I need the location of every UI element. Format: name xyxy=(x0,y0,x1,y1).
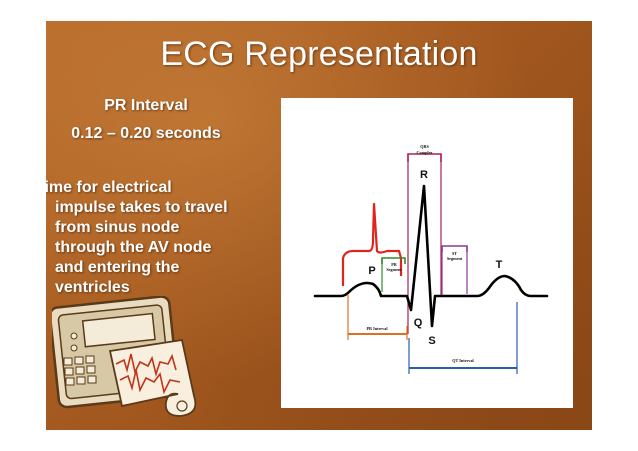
q-wave-label: Q xyxy=(414,317,423,329)
p-wave-label: P xyxy=(368,265,375,277)
description-text: Time for electrical impulse takes to tra… xyxy=(46,178,275,298)
qrs-complex-bracket xyxy=(407,153,442,162)
pr-segment-label: PR xyxy=(391,262,398,267)
ecg-trace xyxy=(313,184,549,328)
description-line: Time for electrical xyxy=(46,179,172,196)
description-line: from sinus node xyxy=(55,219,180,236)
ecg-diagram-svg: QRS Complex PR Segment ST Segment R P T … xyxy=(313,144,549,374)
ecg-diagram: QRS Complex PR Segment ST Segment R P T … xyxy=(281,98,573,408)
r-wave-label: R xyxy=(420,169,428,181)
pr-interval-heading: PR Interval xyxy=(104,97,188,114)
t-wave-label: T xyxy=(496,259,503,271)
qt-interval-label: QT Interval xyxy=(452,358,474,363)
description-line: impulse takes to travel xyxy=(55,199,228,216)
description-line: through the AV node xyxy=(55,239,212,256)
st-segment-label: Segment xyxy=(447,256,463,261)
ecg-machine-icon xyxy=(52,296,197,417)
description-line: ventricles xyxy=(55,279,130,296)
st-segment-label: ST xyxy=(452,251,457,256)
description-line: and entering the xyxy=(55,259,180,276)
slide: ECG Representation PR Interval 0.12 – 0.… xyxy=(46,21,592,430)
s-wave-label: S xyxy=(428,335,435,347)
pr-interval-label: PR Interval xyxy=(366,326,388,331)
pr-interval-duration: 0.12 – 0.20 seconds xyxy=(71,125,221,142)
qrs-complex-label: Complex xyxy=(416,150,433,155)
pr-segment-label: Segment xyxy=(386,267,402,272)
qrs-complex-label: QRS xyxy=(420,144,429,149)
p-wave-marker xyxy=(341,202,403,286)
slide-title: ECG Representation xyxy=(160,35,478,73)
